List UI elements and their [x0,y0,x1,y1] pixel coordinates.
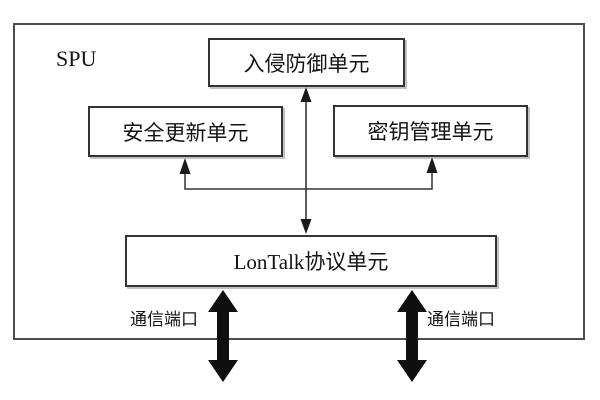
unit-box-lontalk-protocol: LonTalk协议单元 [125,235,497,287]
unit-box-intrusion-prevention: 入侵防御单元 [208,38,405,87]
unit-label-lontalk-protocol: LonTalk协议单元 [233,250,389,274]
spu-container-box [13,23,585,340]
unit-label-security-update: 安全更新单元 [122,120,249,145]
port-label-left: 通信端口 [130,310,198,329]
unit-label-intrusion-prevention: 入侵防御单元 [243,51,370,76]
spu-title: SPU [56,46,97,71]
unit-box-security-update: 安全更新单元 [88,106,283,157]
port-label-right: 通信端口 [427,310,495,329]
unit-label-key-management: 密钥管理单元 [367,120,494,144]
unit-box-key-management: 密钥管理单元 [333,105,528,157]
